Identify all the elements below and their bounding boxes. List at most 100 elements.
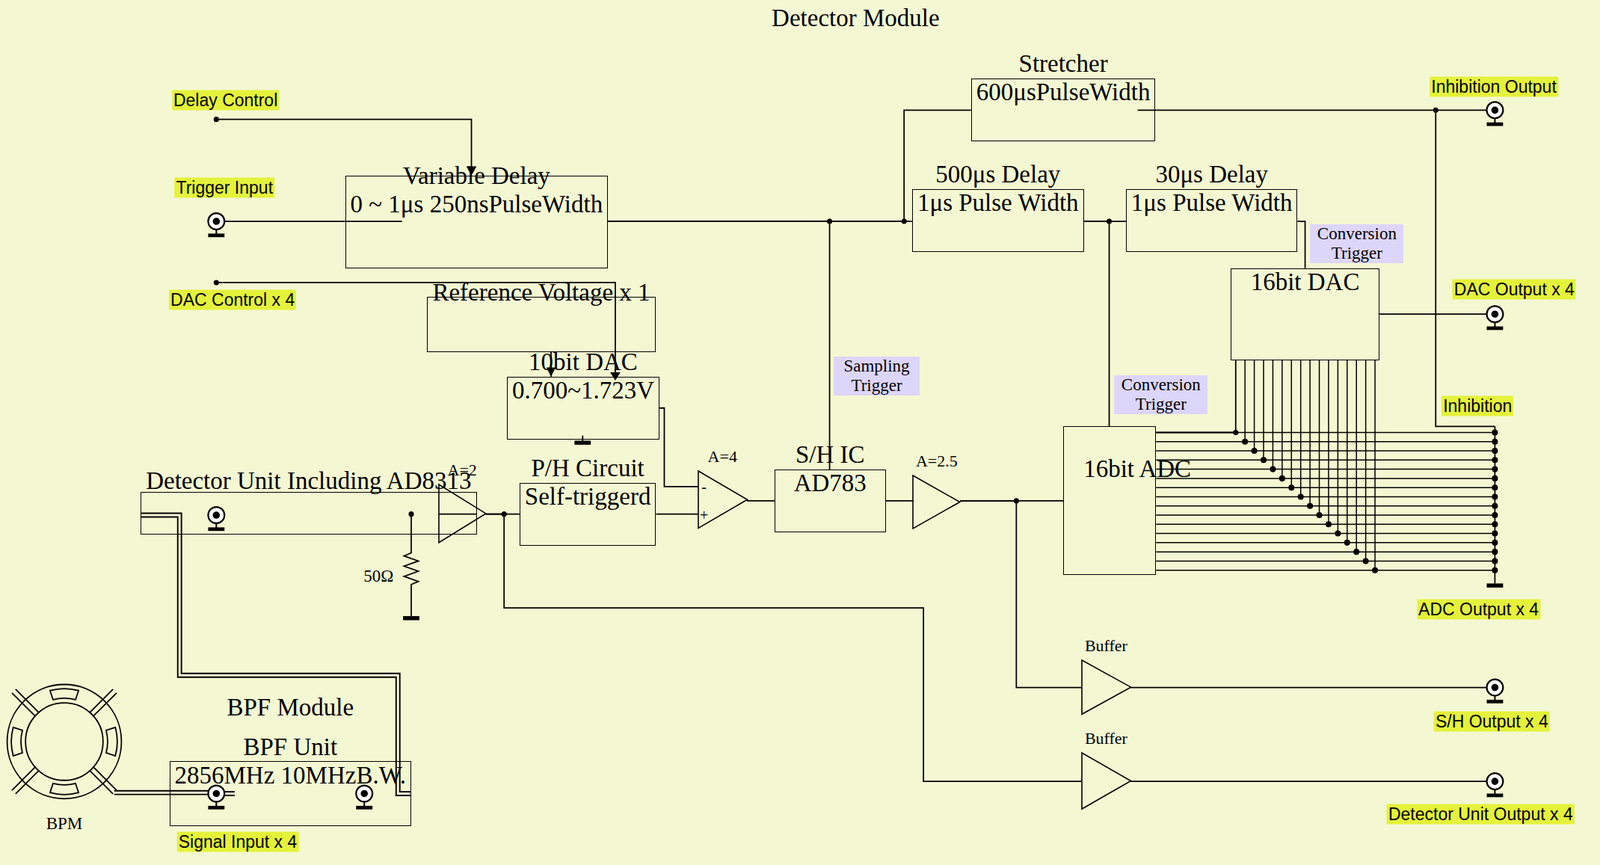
bus-dot (1251, 448, 1257, 454)
bus-dot (1270, 466, 1276, 472)
signal-wire (607, 109, 972, 222)
bus-dot (1354, 549, 1360, 555)
ground-symbol (1487, 583, 1504, 587)
text-holder: Detector Unit Including AD8313 (145, 498, 472, 528)
bus-dot (1345, 540, 1351, 546)
signal-label: Sampling Trigger (833, 356, 920, 396)
resistor-symbol (403, 514, 418, 617)
text-holder: 16bit ADC (1083, 486, 1136, 516)
amplifier-symbol (438, 484, 486, 543)
gain-label: A=2 (394, 460, 531, 480)
amplifier-symbol (1081, 660, 1132, 715)
text-holder: Variable Delay0 ~ 1μs 250nsPulseWidth (350, 193, 604, 251)
box-text: 0.700~1.723V (512, 376, 655, 405)
box-text: Variable Delay (350, 161, 604, 190)
module-heading: Detector Module (216, 3, 1495, 33)
signal-connector (655, 513, 698, 515)
box-text: 500μs Delay (917, 160, 1079, 189)
pin-sign: - (701, 477, 707, 497)
bus-dot (1297, 494, 1304, 500)
bus-line (1374, 360, 1376, 571)
bus-line (1155, 477, 1495, 480)
amplifier-symbol (1081, 752, 1132, 809)
text-holder: Detector Module (216, 35, 1495, 65)
signal-wire (1297, 221, 1305, 269)
bus-line (1155, 569, 1495, 572)
box-text: 30μs Delay (1131, 160, 1293, 189)
bus-dot (1492, 530, 1498, 537)
box-text: Self-triggerd (524, 482, 652, 511)
port-label: Signal Input x 4 (177, 831, 300, 852)
bus-line (1155, 533, 1495, 535)
ground-symbol (574, 440, 591, 445)
bus-line (1365, 360, 1367, 562)
region-outline (216, 35, 1495, 865)
sample-hold-box: S/H ICAD783 (774, 469, 886, 533)
text-holder: S/H ICAD783 (794, 472, 867, 530)
stretcher-box: Stretcher600μsPulseWidth (971, 78, 1156, 142)
signal-wire (485, 514, 1082, 782)
box-text: 16bit DAC (1250, 267, 1360, 297)
adc-box: 16bit ADC (1063, 426, 1156, 575)
bus-line (1155, 551, 1495, 553)
pin-sign: + (699, 505, 709, 525)
bus-line (1327, 360, 1330, 525)
bus-line (1155, 496, 1495, 498)
bus-dot (1492, 466, 1498, 472)
dac-box: 10bit DAC0.700~1.723V (506, 376, 660, 440)
bus-dot (1335, 530, 1341, 537)
bus-dot (1326, 521, 1332, 528)
delay-box: 30μs Delay1μs Pulse Width (1125, 189, 1298, 252)
port-label: ADC Output x 4 (1416, 598, 1541, 620)
dac-box: 16bit DAC (1230, 268, 1380, 361)
port-label: DAC Output x 4 (1452, 279, 1577, 300)
text-holder: 500μs Delay1μs Pulse Width (917, 192, 1079, 249)
signal-connector (1297, 221, 1305, 269)
sh-output-wire (1130, 687, 1487, 689)
bus-dot (1316, 512, 1322, 519)
bus-dot (1492, 448, 1498, 454)
ground-symbol (402, 616, 420, 620)
signal-wire (655, 513, 698, 516)
signal-wires (216, 109, 1495, 782)
signal-wire (746, 500, 775, 502)
signal-wire (885, 500, 914, 502)
bus-line (1155, 514, 1495, 516)
bus-dot (1492, 558, 1498, 564)
gain-label: Buffer (1037, 728, 1177, 749)
bus-line (1155, 432, 1495, 434)
bus-dot (1492, 521, 1498, 528)
bus-line (1155, 450, 1495, 452)
bpm-pickup (7, 684, 122, 800)
box-text: BPF Unit (174, 732, 407, 762)
bus-dot (1372, 567, 1378, 573)
signal-label: Conversion Trigger (1309, 224, 1404, 264)
text-holder: P/H CircuitSelf-triggerd (524, 485, 652, 543)
text-holder: BPF Unit2856MHz 10MHzB.W. (174, 764, 407, 822)
bus-line (1155, 468, 1495, 471)
box-text: AD783 (794, 468, 867, 498)
box-text: Detector Unit Including AD8313 (145, 466, 472, 495)
filter-box: BPF Unit2856MHz 10MHzB.W. (169, 761, 412, 827)
dac-output-wire (1379, 313, 1487, 315)
gain-label: Buffer (1037, 636, 1177, 656)
amplifier-symbol (1081, 660, 1132, 715)
signal-label: Inhibition (1441, 396, 1514, 417)
box-text: 1μs Pulse Width (917, 188, 1079, 217)
bnc-connectors (207, 101, 1503, 809)
signal-connector (485, 514, 1082, 782)
box-text: Stretcher (976, 49, 1151, 78)
signal-connector (607, 221, 830, 470)
buffer-triangle: Buffer (1081, 752, 1132, 809)
module-region: Detector ModuleStretcher600μsPulseWidthV… (216, 35, 1495, 865)
trigger-wire (224, 220, 402, 223)
bus-dot (1492, 549, 1498, 555)
signal-connector (438, 513, 478, 515)
signal-connector (607, 109, 972, 222)
bus-line (1155, 542, 1495, 544)
text-holder: Stretcher600μsPulseWidth (976, 81, 1151, 139)
bus-dot (1492, 457, 1498, 463)
text-holder: Buffer (1037, 752, 1177, 773)
box-text: 0 ~ 1μs 250nsPulseWidth (350, 189, 604, 219)
